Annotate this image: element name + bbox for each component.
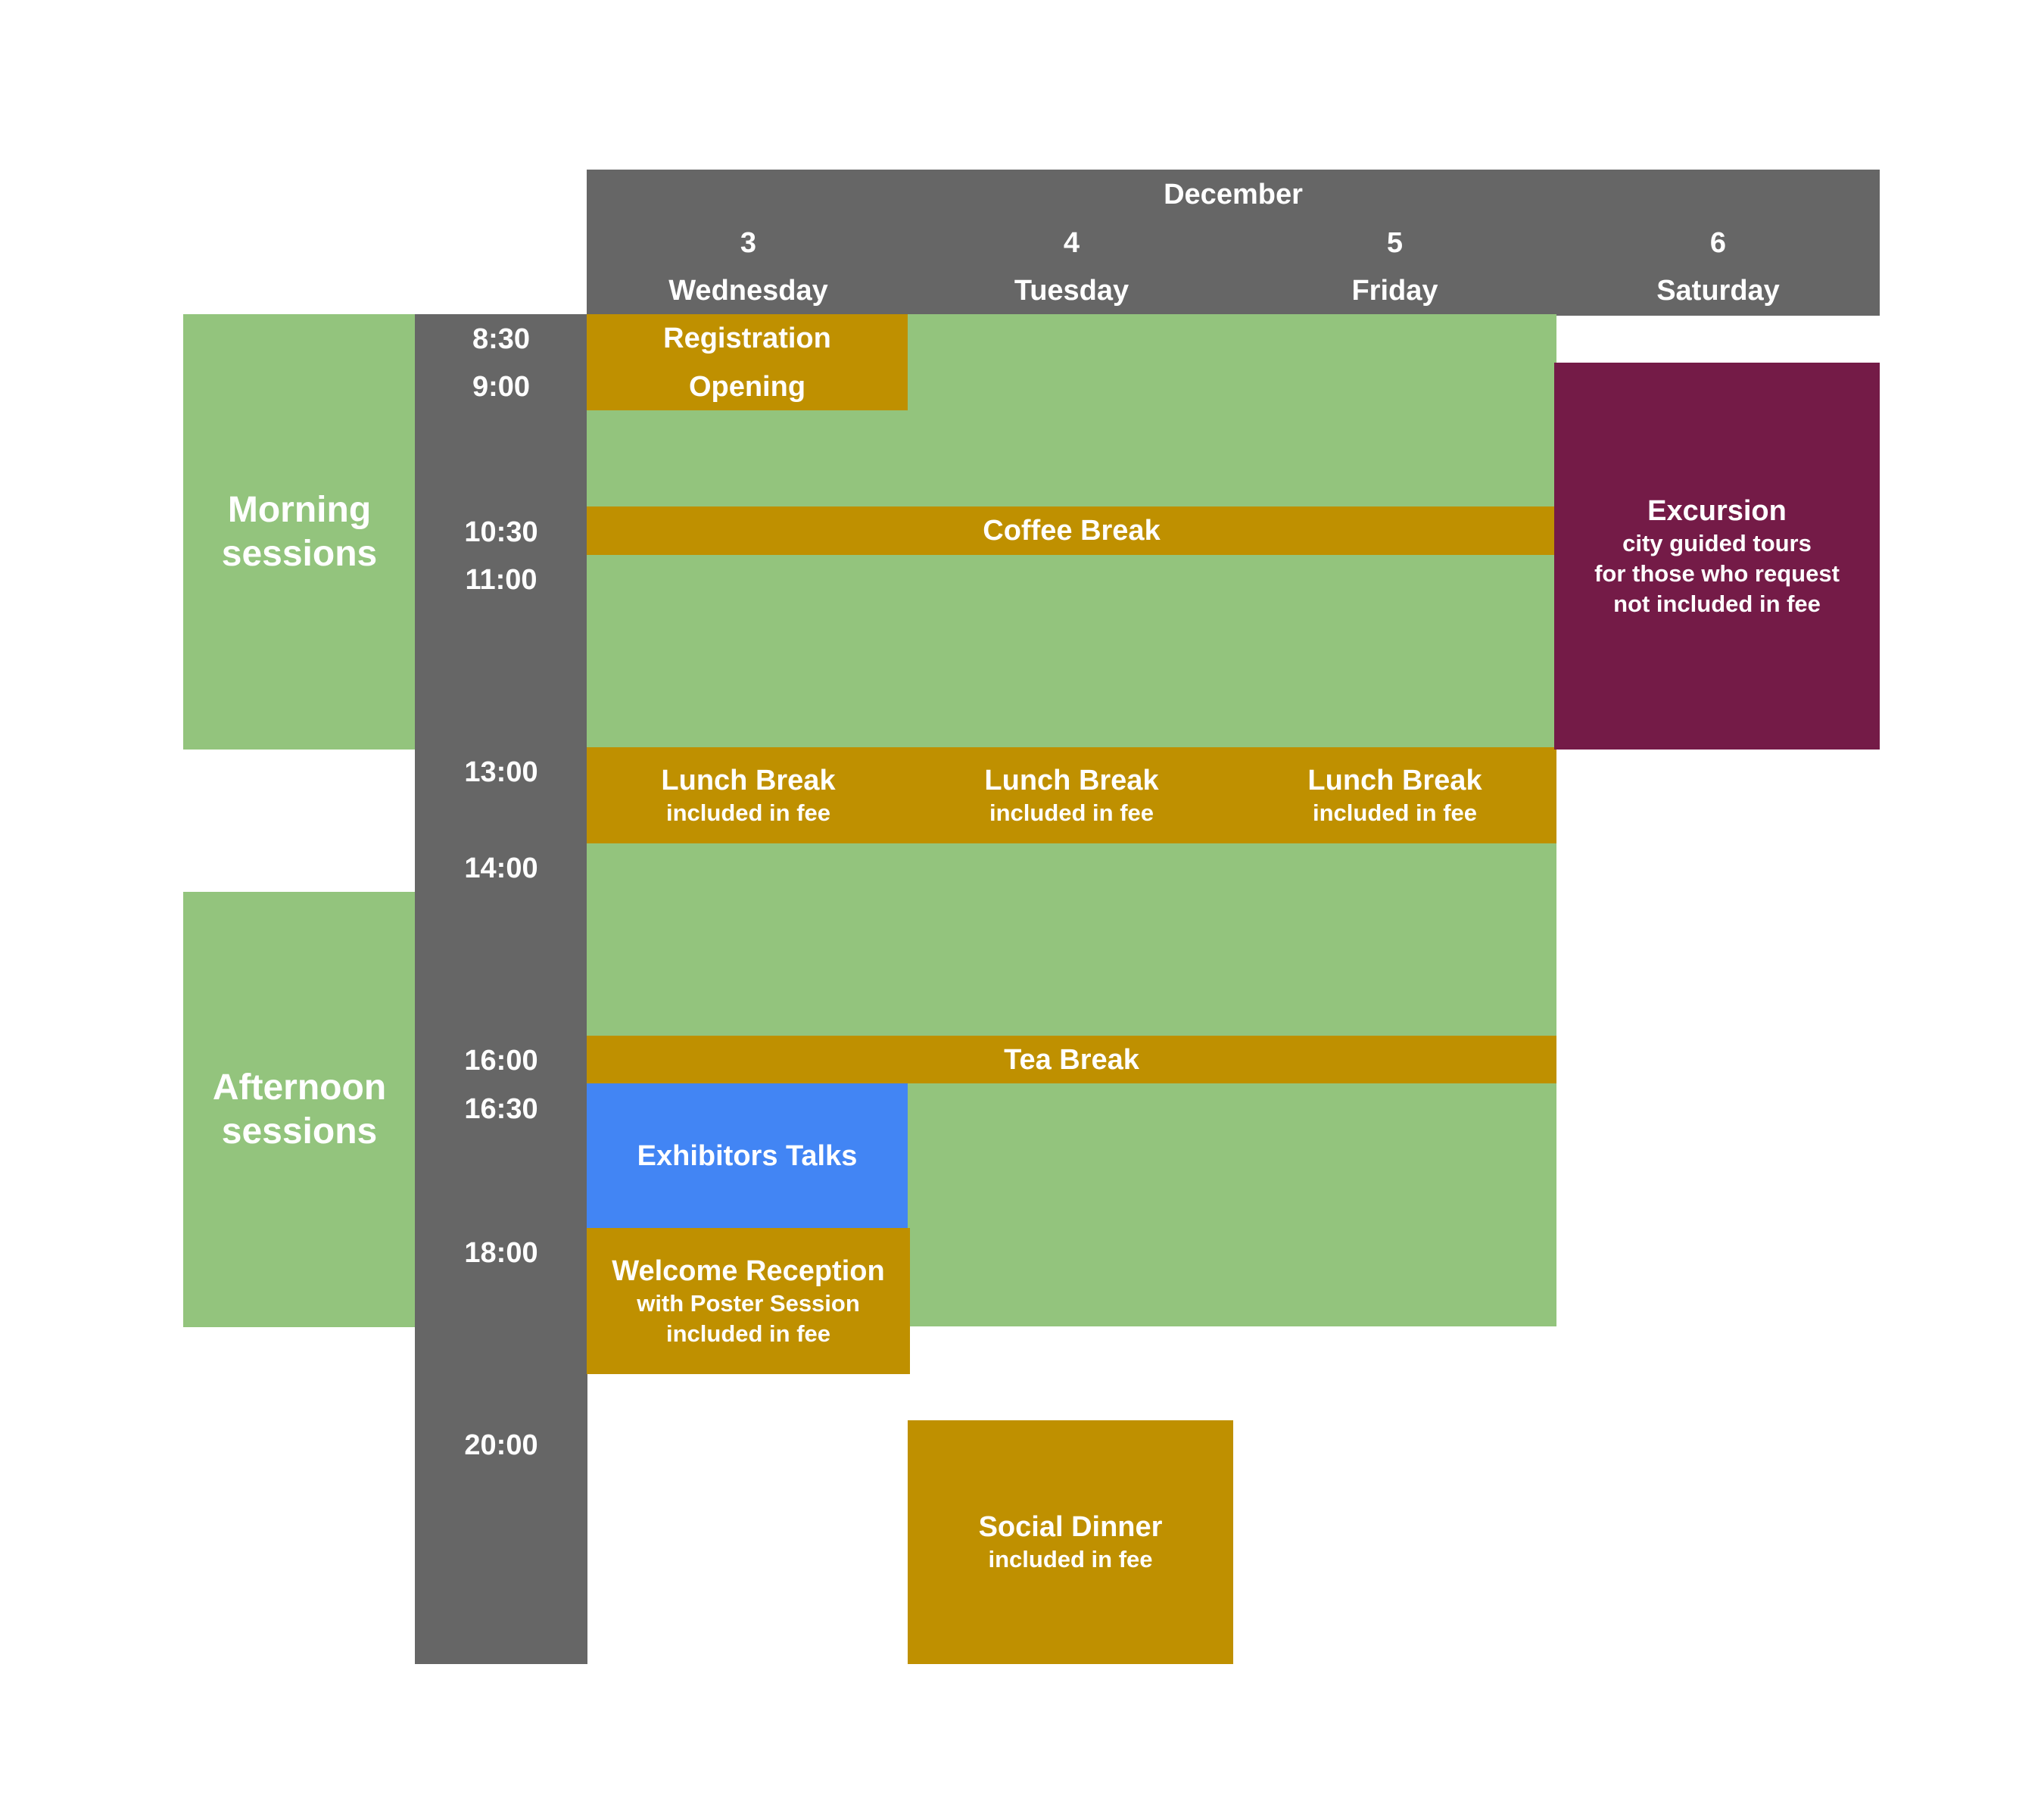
lunch-break-friday: Lunch Break included in fee xyxy=(1233,747,1556,843)
afternoon-sessions-label: Afternoon sessions xyxy=(212,1067,387,1152)
day-weekday-tuesday: Tuesday xyxy=(1014,275,1129,307)
afternoon-session-area-late xyxy=(908,1083,1556,1326)
lunch-break-wednesday: Lunch Break included in fee xyxy=(587,747,910,843)
afternoon-sessions-block: Afternoon sessions xyxy=(183,892,416,1327)
lunch-break-note: included in fee xyxy=(665,799,831,826)
lunch-break-tuesday: Lunch Break included in fee xyxy=(910,747,1233,843)
time-label-1300: 13:00 xyxy=(464,756,538,788)
time-label-1400: 14:00 xyxy=(464,852,538,884)
welcome-reception-note: included in fee xyxy=(665,1320,831,1347)
time-column xyxy=(415,314,587,1664)
time-label-1800: 18:00 xyxy=(464,1237,538,1269)
day-weekday-wednesday: Wednesday xyxy=(668,275,828,307)
exhibitors-talks-event: Exhibitors Talks xyxy=(587,1083,908,1228)
social-dinner-event: Social Dinner included in fee xyxy=(908,1420,1233,1664)
welcome-reception-event: Welcome Reception with Poster Session in… xyxy=(587,1228,910,1374)
lunch-break-title: Lunch Break xyxy=(1307,764,1482,796)
time-label-1030: 10:30 xyxy=(464,516,538,548)
registration-title: Registration xyxy=(663,323,831,354)
tea-break-event: Tea Break xyxy=(587,1036,1556,1083)
day-date-6: 6 xyxy=(1709,227,1727,259)
opening-event: Opening xyxy=(587,363,908,410)
excursion-title: Excursion xyxy=(1647,494,1787,527)
excursion-note: not included in fee xyxy=(1613,590,1821,617)
excursion-event: Excursion city guided tours for those wh… xyxy=(1554,363,1880,750)
time-label-1100: 11:00 xyxy=(465,564,537,596)
lunch-break-title: Lunch Break xyxy=(984,764,1159,796)
social-dinner-title: Social Dinner xyxy=(978,1511,1163,1543)
morning-sessions-block: Morning sessions xyxy=(183,314,416,750)
morning-sessions-label: Morning sessions xyxy=(221,489,378,574)
lunch-break-note: included in fee xyxy=(1312,799,1478,826)
calendar-header xyxy=(587,170,1880,316)
afternoon-session-area-early xyxy=(587,843,1556,1036)
day-date-4: 4 xyxy=(1063,227,1080,259)
day-weekday-friday: Friday xyxy=(1351,275,1438,307)
time-label-2000: 20:00 xyxy=(464,1429,538,1461)
lunch-break-title: Lunch Break xyxy=(661,764,836,796)
lunch-break-note: included in fee xyxy=(989,799,1154,826)
excursion-subtitle: city guided tours xyxy=(1622,529,1812,556)
welcome-reception-subtitle: with Poster Session xyxy=(637,1289,860,1317)
excursion-audience: for those who request xyxy=(1594,559,1840,587)
tea-break-title: Tea Break xyxy=(1004,1043,1139,1076)
time-label-0900: 9:00 xyxy=(472,371,531,403)
time-label-1630: 16:30 xyxy=(464,1093,538,1125)
registration-event: Registration xyxy=(587,314,908,363)
coffee-break-event: Coffee Break xyxy=(587,506,1556,555)
social-dinner-note: included in fee xyxy=(988,1546,1153,1572)
coffee-break-title: Coffee Break xyxy=(983,515,1161,547)
day-weekday-saturday: Saturday xyxy=(1656,275,1780,307)
time-label-0830: 8:30 xyxy=(472,323,531,355)
exhibitors-talks-title: Exhibitors Talks xyxy=(637,1139,858,1172)
day-date-5: 5 xyxy=(1386,227,1404,259)
opening-title: Opening xyxy=(688,370,806,403)
month-label: December xyxy=(1164,179,1303,210)
time-label-1600: 16:00 xyxy=(464,1045,538,1077)
welcome-reception-title: Welcome Reception xyxy=(612,1254,885,1287)
day-date-3: 3 xyxy=(740,227,757,259)
